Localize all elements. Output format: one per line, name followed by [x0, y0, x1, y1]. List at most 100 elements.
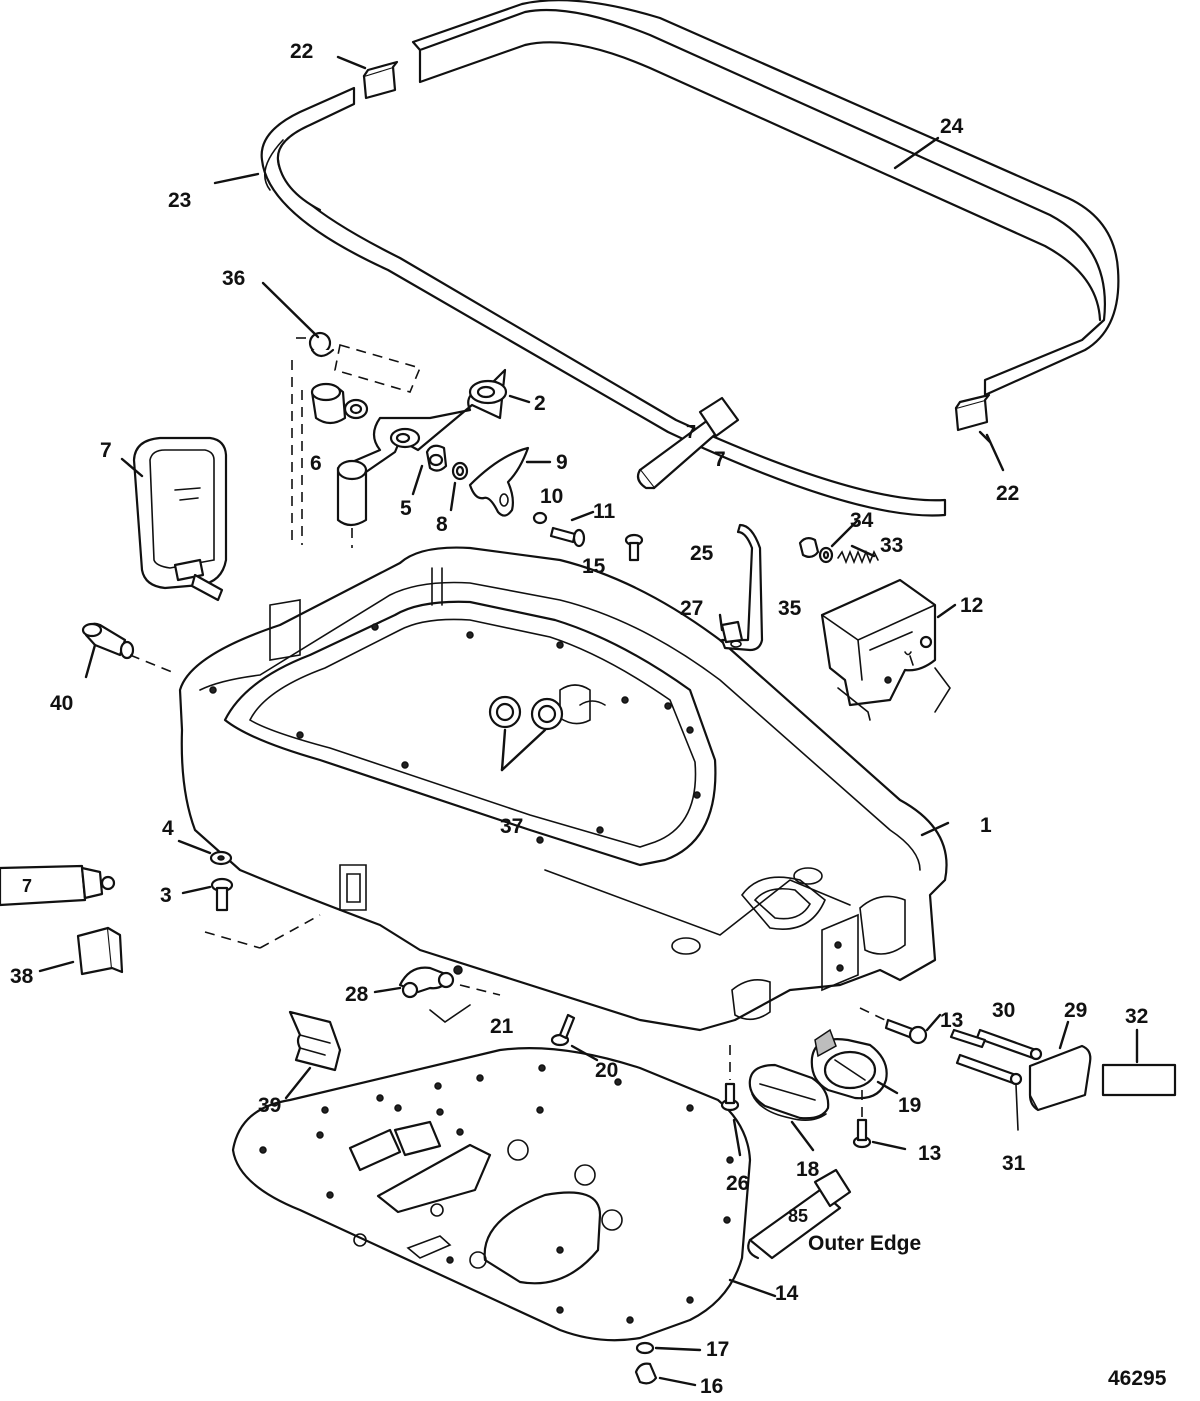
tube-label: 7	[22, 876, 32, 896]
nut	[425, 444, 448, 472]
cover-plate	[1028, 1044, 1092, 1112]
leader-lines	[38, 55, 1139, 1387]
callout-31: 31	[1002, 1152, 1026, 1175]
leader-line	[429, 1004, 471, 1023]
callout-32: 32	[1125, 1005, 1148, 1028]
callout-16: 16	[700, 1375, 723, 1398]
spring	[837, 549, 879, 565]
bushing	[343, 398, 369, 420]
drain-plug	[810, 1028, 888, 1100]
dashed-guide	[459, 984, 501, 996]
bottom-cowl	[178, 546, 948, 1032]
screw	[852, 1118, 872, 1149]
screw	[720, 1082, 740, 1112]
outer-edge-note: Outer Edge	[808, 1232, 921, 1255]
dashed-guide	[204, 931, 261, 949]
dashed-guide	[334, 343, 422, 393]
callout-27: 27	[680, 597, 703, 620]
callout-35: 35	[778, 597, 802, 620]
washer	[451, 461, 469, 481]
dashed-guide	[259, 914, 321, 949]
callout-21: 21	[490, 1015, 514, 1038]
seal-end-piece	[954, 393, 991, 432]
nut	[798, 536, 820, 559]
callout-7: 7	[714, 448, 726, 471]
lubricant-tube: 7	[636, 396, 740, 490]
callout-15: 15	[582, 555, 606, 578]
nut	[720, 620, 744, 644]
callout-labels: 22 24 23 36 7 2 6 9 7 22 5 8 10 11 34 33…	[10, 40, 1167, 1398]
callout-9: 9	[556, 451, 568, 474]
callout-6: 6	[310, 452, 322, 475]
tube-label: 7	[686, 422, 696, 442]
dashed-guide	[859, 1007, 886, 1021]
callout-37: 37	[500, 815, 523, 838]
washer	[532, 511, 548, 525]
callout-13: 13	[918, 1142, 941, 1165]
figure-number: 46295	[1108, 1367, 1167, 1390]
callout-23: 23	[168, 189, 191, 212]
callout-39: 39	[258, 1094, 281, 1117]
cowl-seal	[260, 0, 1120, 517]
washer	[818, 546, 834, 564]
callout-22: 22	[996, 482, 1019, 505]
callout-34: 34	[850, 509, 874, 532]
callout-1: 1	[980, 814, 992, 837]
callout-20: 20	[595, 1059, 618, 1082]
callout-40: 40	[50, 692, 73, 715]
latch-hook	[468, 446, 530, 517]
callout-8: 8	[436, 513, 448, 536]
screw	[550, 1013, 576, 1047]
latch-receptacle	[820, 578, 937, 707]
callout-25: 25	[690, 542, 714, 565]
callout-10: 10	[540, 485, 563, 508]
callout-38: 38	[10, 965, 34, 988]
screw	[624, 533, 644, 562]
callout-19: 19	[898, 1094, 921, 1117]
bottom-cowl-plate	[231, 1047, 752, 1342]
dashed-guide	[129, 654, 173, 673]
rubber-cap	[76, 926, 124, 976]
tube-label: 85	[788, 1206, 808, 1226]
callout-28: 28	[345, 983, 369, 1006]
washer	[209, 850, 233, 866]
stud	[975, 1028, 1043, 1061]
screw	[884, 1018, 928, 1045]
lubricant-tube: 7	[0, 864, 116, 907]
callout-14: 14	[775, 1282, 799, 1305]
stud	[949, 1028, 987, 1049]
callout-17: 17	[706, 1338, 729, 1361]
bracket	[288, 1010, 342, 1072]
callout-18: 18	[796, 1158, 820, 1181]
lubricant-tube: 85	[747, 1168, 852, 1260]
callout-30: 30	[992, 999, 1015, 1022]
bushing	[310, 382, 347, 425]
nut	[634, 1362, 658, 1385]
latch-clip	[308, 331, 335, 358]
callout-13: 13	[940, 1009, 963, 1032]
callout-36: 36	[222, 267, 245, 290]
grommet	[488, 695, 564, 731]
callout-26: 26	[726, 1172, 749, 1195]
callout-11: 11	[593, 500, 616, 523]
callout-22: 22	[290, 40, 313, 63]
seal-end-piece	[362, 60, 399, 100]
washer	[635, 1341, 655, 1355]
callout-2: 2	[534, 392, 546, 415]
leader-line	[837, 687, 871, 721]
callout-12: 12	[960, 594, 983, 617]
decal-label	[1101, 1063, 1177, 1097]
screw	[210, 877, 234, 912]
callout-5: 5	[400, 497, 412, 520]
callout-4: 4	[162, 817, 174, 840]
cable-clamp	[398, 965, 463, 999]
callout-24: 24	[940, 115, 964, 138]
leader-line	[934, 667, 951, 713]
callout-7: 7	[100, 439, 112, 462]
latch-bracket	[336, 368, 508, 527]
stud	[955, 1053, 1023, 1086]
bumper-stud	[81, 622, 135, 660]
callout-29: 29	[1064, 999, 1087, 1022]
leader-line	[1015, 1084, 1019, 1131]
